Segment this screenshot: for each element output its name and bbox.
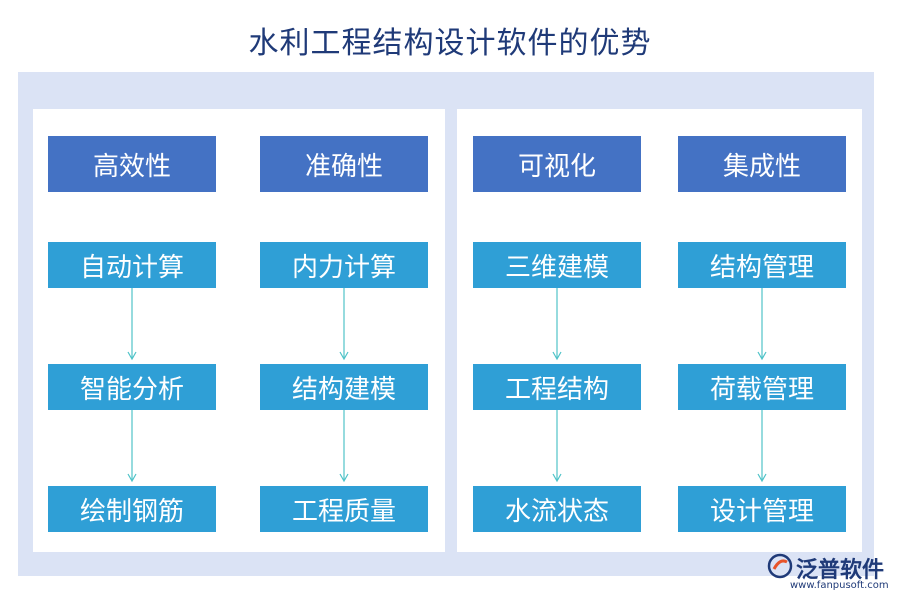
- arrow-down-icon: [339, 288, 349, 361]
- diagram-title: 水利工程结构设计软件的优势: [248, 26, 652, 61]
- column-item: 内力计算: [260, 242, 428, 288]
- arrow-down-icon: [552, 288, 562, 361]
- brand-mark-icon: [767, 553, 793, 579]
- column-item: 工程质量: [260, 486, 428, 532]
- column-item: 结构建模: [260, 364, 428, 410]
- column-header-accuracy: 准确性: [260, 136, 428, 192]
- column-item: 荷载管理: [678, 364, 846, 410]
- brand-name: 泛普软件: [796, 558, 885, 583]
- column-item: 三维建模: [473, 242, 641, 288]
- column-item: 工程结构: [473, 364, 641, 410]
- column-item: 自动计算: [48, 242, 216, 288]
- arrow-down-icon: [757, 410, 767, 483]
- brand-logo: 泛普软件 www.fanpusoft.com: [766, 550, 892, 596]
- column-header-integration: 集成性: [678, 136, 846, 192]
- column-header-efficiency: 高效性: [48, 136, 216, 192]
- column-item: 设计管理: [678, 486, 846, 532]
- column-item: 结构管理: [678, 242, 846, 288]
- brand-url: www.fanpusoft.com: [790, 580, 889, 591]
- column-item: 智能分析: [48, 364, 216, 410]
- arrow-down-icon: [127, 410, 137, 483]
- arrow-down-icon: [339, 410, 349, 483]
- column-header-visualization: 可视化: [473, 136, 641, 192]
- column-item: 绘制钢筋: [48, 486, 216, 532]
- arrow-down-icon: [127, 288, 137, 361]
- column-item: 水流状态: [473, 486, 641, 532]
- arrow-down-icon: [552, 410, 562, 483]
- arrow-down-icon: [757, 288, 767, 361]
